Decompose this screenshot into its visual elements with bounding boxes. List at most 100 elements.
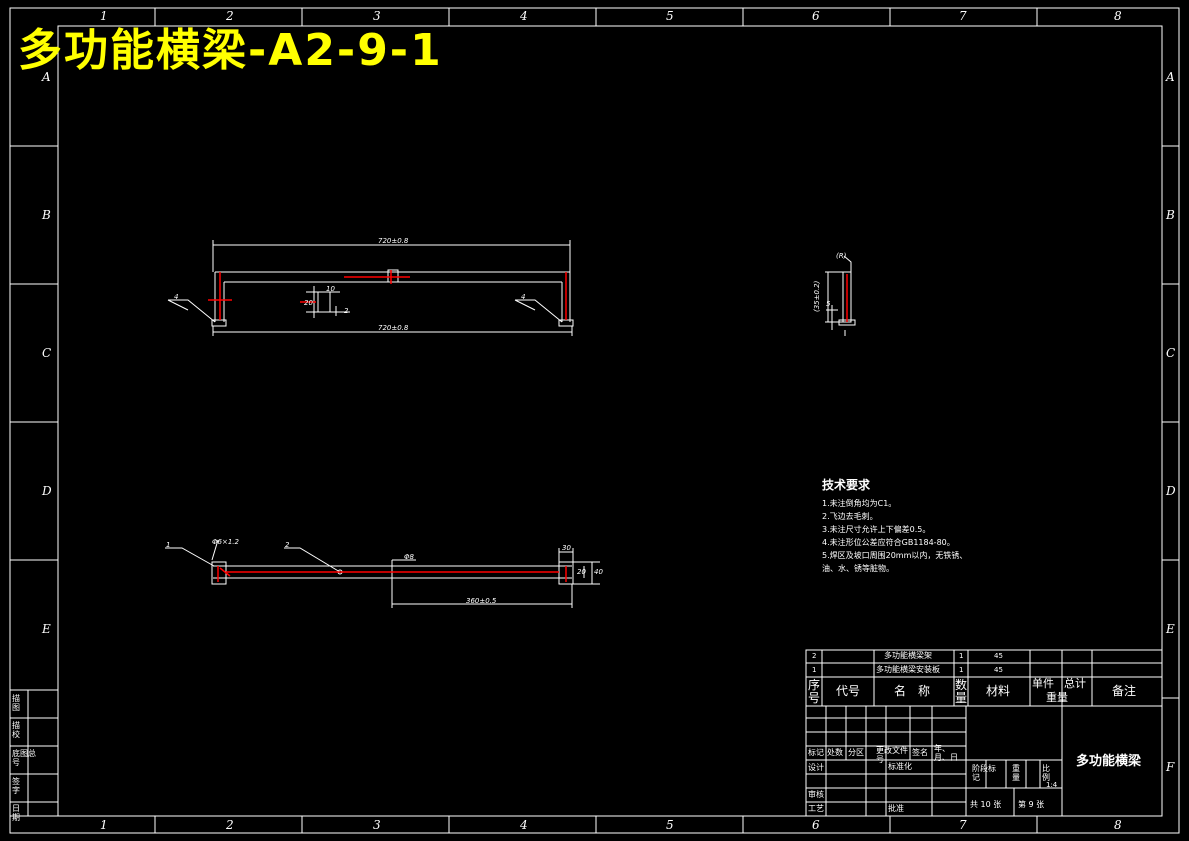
zone-col-2-top: 2 bbox=[226, 9, 234, 23]
zone-row-c-left: C bbox=[42, 346, 52, 360]
zone-col-2-bottom: 2 bbox=[226, 818, 234, 832]
zone-row-a-right: A bbox=[1166, 70, 1175, 84]
dim-weld-right: 4 bbox=[521, 293, 526, 301]
tech-item-5: 5.焊区及坡口周围20mm以内，无铁锈、 bbox=[822, 551, 968, 560]
hdr-code: 代号 bbox=[836, 684, 861, 698]
tech-item-1: 1.未注倒角均为C1。 bbox=[822, 499, 897, 508]
title-block-lines bbox=[805, 649, 1163, 817]
part-2-name: 多功能横梁架 bbox=[884, 651, 932, 660]
tech-requirements: 技术要求 1.未注倒角均为C1。 2.飞边去毛刺。 3.未注尺寸允许上下偏差0.… bbox=[822, 476, 967, 575]
zone-col-3-bottom: 3 bbox=[373, 818, 381, 832]
dim-side-small: 5 bbox=[826, 300, 831, 308]
dim-slot-height: 20 bbox=[304, 299, 313, 307]
zone-col-8-bottom: 8 bbox=[1114, 818, 1122, 832]
bottom-view bbox=[165, 539, 600, 608]
zone-col-1-bottom: 1 bbox=[100, 818, 108, 832]
tb-total-sheets: 共 10 张 bbox=[970, 800, 1002, 809]
zone-col-3-top: 3 bbox=[373, 9, 381, 23]
dim-bottom-end-h2: 20 bbox=[577, 568, 586, 576]
hdr-unit: 单件 bbox=[1032, 677, 1054, 690]
zone-row-c-right: C bbox=[1166, 346, 1176, 360]
zone-col-8-top: 8 bbox=[1114, 9, 1122, 23]
tech-item-6: 油、水、锈等脏物。 bbox=[822, 564, 894, 573]
dim-side-height: (35±0.2) bbox=[813, 280, 821, 312]
zone-col-4-bottom: 4 bbox=[520, 818, 528, 832]
zone-col-6-bottom: 6 bbox=[812, 818, 820, 832]
zone-row-e-right: E bbox=[1166, 622, 1175, 636]
hdr-weight: 重量 bbox=[1046, 691, 1068, 704]
part-2-material: 45 bbox=[994, 652, 1003, 660]
dim-bottom-span: 360±0.5 bbox=[466, 597, 497, 605]
dim-bottom-dia: Φ8 bbox=[404, 553, 414, 561]
tb-weight: 重量 bbox=[1012, 764, 1020, 782]
dim-bottom-end-w: 30 bbox=[562, 544, 571, 552]
hdr-material: 材料 bbox=[986, 684, 1011, 698]
zone-col-5-top: 5 bbox=[666, 9, 674, 23]
strip-sign: 签字 bbox=[12, 777, 20, 795]
tb-standardize: 标准化 bbox=[888, 762, 912, 771]
zone-row-a-left: A bbox=[42, 70, 51, 84]
side-view bbox=[825, 255, 856, 336]
tb-approve: 批准 bbox=[888, 804, 904, 813]
dim-side-top: (R) bbox=[836, 252, 847, 260]
zone-col-5-bottom: 5 bbox=[666, 818, 674, 832]
zone-row-f-right: F bbox=[1166, 760, 1175, 774]
part-1-no: 1 bbox=[812, 666, 817, 674]
zone-row-d-right: D bbox=[1166, 484, 1176, 498]
tech-item-2: 2.飞边去毛刺。 bbox=[822, 512, 878, 521]
part-1-material: 45 bbox=[994, 666, 1003, 674]
tech-item-3: 3.未注尺寸允许上下偏差0.5。 bbox=[822, 525, 931, 534]
strip-trace: 描图 bbox=[12, 694, 20, 712]
zone-row-d-left: D bbox=[42, 484, 52, 498]
zone-col-4-top: 4 bbox=[520, 9, 528, 23]
inner-frame bbox=[57, 25, 1163, 817]
tb-sign: 签名 bbox=[912, 748, 928, 757]
dim-bottom-end-h: 40 bbox=[594, 568, 603, 576]
zone-row-b-right: B bbox=[1166, 208, 1175, 222]
hdr-seq: 序号 bbox=[808, 678, 821, 705]
hdr-qty: 数量 bbox=[955, 678, 968, 705]
part-1-name: 多功能横梁安装板 bbox=[876, 665, 940, 674]
dim-top-length: 720±0.8 bbox=[378, 237, 409, 245]
tb-process: 工艺 bbox=[808, 804, 824, 813]
strip-base-no: 底图总号 bbox=[12, 749, 36, 767]
part-1-qty: 1 bbox=[959, 666, 964, 674]
dim-bottom-length: 720±0.8 bbox=[378, 324, 409, 332]
dim-weld-left: 4 bbox=[174, 293, 179, 301]
hdr-total: 总计 bbox=[1064, 677, 1086, 690]
tech-item-4: 4.未注形位公差应符合GB1184-80。 bbox=[822, 538, 955, 547]
strip-trace-check: 描校 bbox=[12, 721, 20, 739]
zone-col-7-bottom: 7 bbox=[959, 818, 967, 832]
zone-col-1-top: 1 bbox=[100, 9, 108, 23]
zone-row-b-left: B bbox=[42, 208, 51, 222]
tb-mark: 标记 bbox=[808, 748, 824, 757]
tech-heading: 技术要求 bbox=[822, 478, 871, 492]
zone-row-e-left: E bbox=[42, 622, 51, 636]
leader-num-2: 2 bbox=[285, 541, 290, 549]
hdr-name: 名 称 bbox=[894, 684, 931, 698]
dim-slot-width: 10 bbox=[326, 285, 335, 293]
drawing-title: 多功能横梁-A2-9-1 bbox=[18, 25, 443, 76]
zone-col-6-top: 6 bbox=[812, 9, 820, 23]
part-2-no: 2 bbox=[812, 652, 817, 660]
front-view-red-marks bbox=[208, 270, 567, 320]
tb-date: 年、月、日 bbox=[934, 744, 958, 762]
tb-change-doc: 更改文件号 bbox=[876, 746, 908, 764]
tb-design: 设计 bbox=[808, 763, 824, 772]
tb-zone: 分区 bbox=[848, 748, 864, 757]
dim-leader-left-top: Φ6×1.2 bbox=[212, 538, 239, 546]
part-2-qty: 1 bbox=[959, 652, 964, 660]
dim-slot-gap: 2 bbox=[344, 307, 349, 315]
tb-stage-mark: 阶段标记 bbox=[972, 764, 996, 782]
zone-col-7-top: 7 bbox=[959, 9, 967, 23]
outer-frame bbox=[9, 7, 1180, 834]
hdr-remark: 备注 bbox=[1112, 684, 1137, 698]
tb-scale: 比例 bbox=[1042, 764, 1050, 782]
tb-scale-value: 1:4 bbox=[1046, 781, 1058, 789]
front-view bbox=[167, 240, 574, 336]
tb-drawing-name: 多功能横梁 bbox=[1076, 754, 1142, 769]
strip-date: 日期 bbox=[12, 804, 20, 822]
tb-sheet-no: 第 9 张 bbox=[1018, 800, 1045, 809]
tb-review: 审核 bbox=[808, 790, 824, 799]
